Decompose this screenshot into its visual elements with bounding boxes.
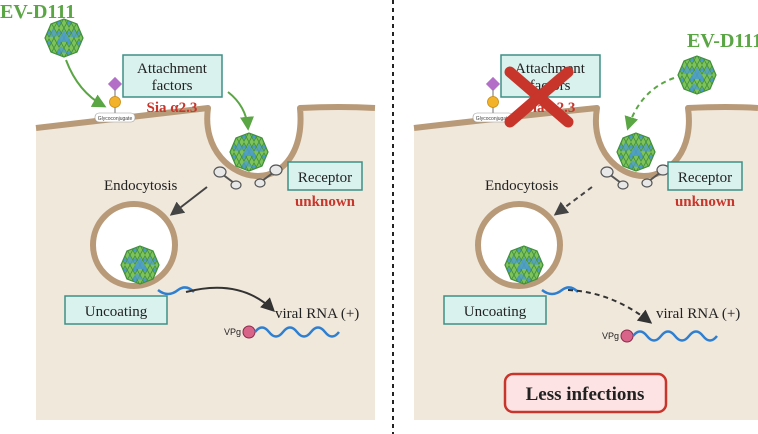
virus-label: EV-D111 <box>687 30 758 52</box>
outcome-badge <box>503 372 668 414</box>
receptor-status: unknown <box>675 194 736 210</box>
vpg-label: VPg <box>224 327 241 337</box>
virus-icon <box>677 55 717 95</box>
endocytosis-label: Endocytosis <box>485 178 558 194</box>
viral-rna <box>254 326 340 338</box>
uncoating-box <box>443 295 547 325</box>
attachment-line1: Attachment <box>137 61 208 77</box>
vpg-icon <box>620 329 634 343</box>
receptor-label: Receptor <box>678 170 732 186</box>
glycoconjugate-icon <box>107 76 123 115</box>
uncoating-label: Uncoating <box>85 304 148 320</box>
virus-label: EV-D111 <box>0 1 75 23</box>
virus-icon <box>44 18 84 58</box>
attachment-line1: Attachment <box>515 61 586 77</box>
glycan-label: Glycoconjugate <box>98 116 133 122</box>
receptor-box <box>287 161 363 191</box>
virus-icon <box>120 245 160 285</box>
rna-arrow <box>185 286 276 312</box>
entry-arrow <box>227 91 254 131</box>
attachment-factors-box <box>122 54 223 98</box>
virus-icon <box>504 245 544 285</box>
rna-label: viral RNA (+) <box>275 306 359 322</box>
endocytosis-arrow <box>553 186 593 216</box>
entry-arrow <box>624 77 675 131</box>
attach-arrow <box>65 59 107 108</box>
vpg-icon <box>242 325 256 339</box>
glycan-label: Glycoconjugate <box>476 116 511 122</box>
uncoating-label: Uncoating <box>464 304 527 320</box>
attachment-line2: factors <box>152 78 193 94</box>
virus-icon <box>229 132 269 172</box>
glycoconjugate-icon <box>485 76 501 115</box>
rna-label: viral RNA (+) <box>656 306 740 322</box>
viral-rna <box>632 330 718 342</box>
rna-release <box>541 286 579 296</box>
outcome-label: Less infections <box>526 384 645 405</box>
receptor-box <box>667 161 743 191</box>
glycan-tag <box>94 112 136 123</box>
endocytosis-label: Endocytosis <box>104 178 177 194</box>
rna-release <box>157 286 195 296</box>
virus-icon <box>616 132 656 172</box>
left-panel: EV-D111 Glycoconjugate Attachment factor… <box>0 1 376 420</box>
receptor-label: Receptor <box>298 170 352 186</box>
endocytosis-arrow <box>169 186 208 216</box>
right-panel: Glycoconjugate Attachment factors Sia α2… <box>413 30 758 420</box>
sia-label: Sia α2.3 <box>147 100 198 116</box>
vpg-label: VPg <box>602 331 619 341</box>
cell-body <box>36 107 375 420</box>
cross-icon <box>504 66 574 128</box>
uncoating-box <box>64 295 168 325</box>
receptor-status: unknown <box>295 194 356 210</box>
